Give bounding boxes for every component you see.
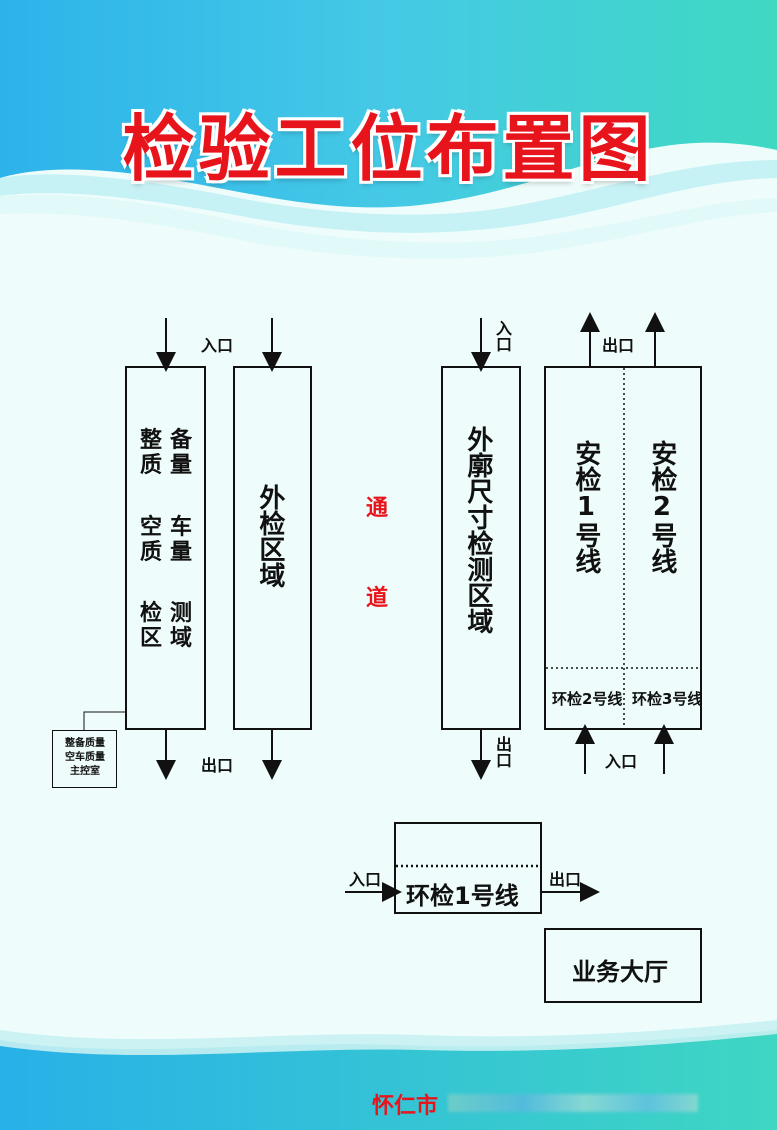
entrance-label-3: 入口 (605, 752, 638, 771)
exterior-inspection-area (233, 366, 312, 730)
page-title: 检验工位布置图 (122, 107, 655, 191)
env-line-1-label: 环检1号线 (406, 882, 519, 910)
exit-label-1: 出口 (602, 336, 635, 355)
complete-quality-area (125, 366, 206, 730)
footer-city: 怀仁市 (372, 1094, 439, 1119)
exterior-inspection-label: 外检区域 (254, 484, 285, 588)
safety-line-1-label: 安检1号线 (570, 440, 601, 574)
env-line-3-label: 环检3号线 (632, 690, 703, 708)
complete-quality-text: 整备 质量 空车 质量 检测 区域 (140, 428, 192, 652)
env-line-2-label: 环检2号线 (552, 690, 623, 708)
exit-label-4: 出口 (549, 870, 582, 889)
env-line-1-area (394, 822, 542, 914)
dimension-inspection-area (441, 366, 521, 730)
control-room-box (52, 730, 117, 788)
entrance-label-4: 入口 (349, 870, 382, 889)
entrance-label-1: 入口 (201, 336, 234, 355)
control-room-label: 整备质量 空车质量 主控室 (65, 738, 105, 777)
exit-label-3: 出口 (493, 736, 512, 768)
dimension-inspection-label: 外廓尺寸检测区域 (462, 426, 493, 634)
passage-label-top: 通 (366, 496, 389, 521)
entrance-label-2: 入口 (493, 320, 512, 352)
safety-inspection-area (544, 366, 702, 730)
safety-line-2-label: 安检2号线 (646, 440, 677, 574)
passage-label-bottom: 道 (366, 586, 389, 611)
business-hall-box (544, 928, 702, 1003)
exit-label-2: 出口 (201, 756, 234, 775)
business-hall-label: 业务大厅 (572, 958, 668, 986)
footer-blurred-text (448, 1094, 698, 1112)
